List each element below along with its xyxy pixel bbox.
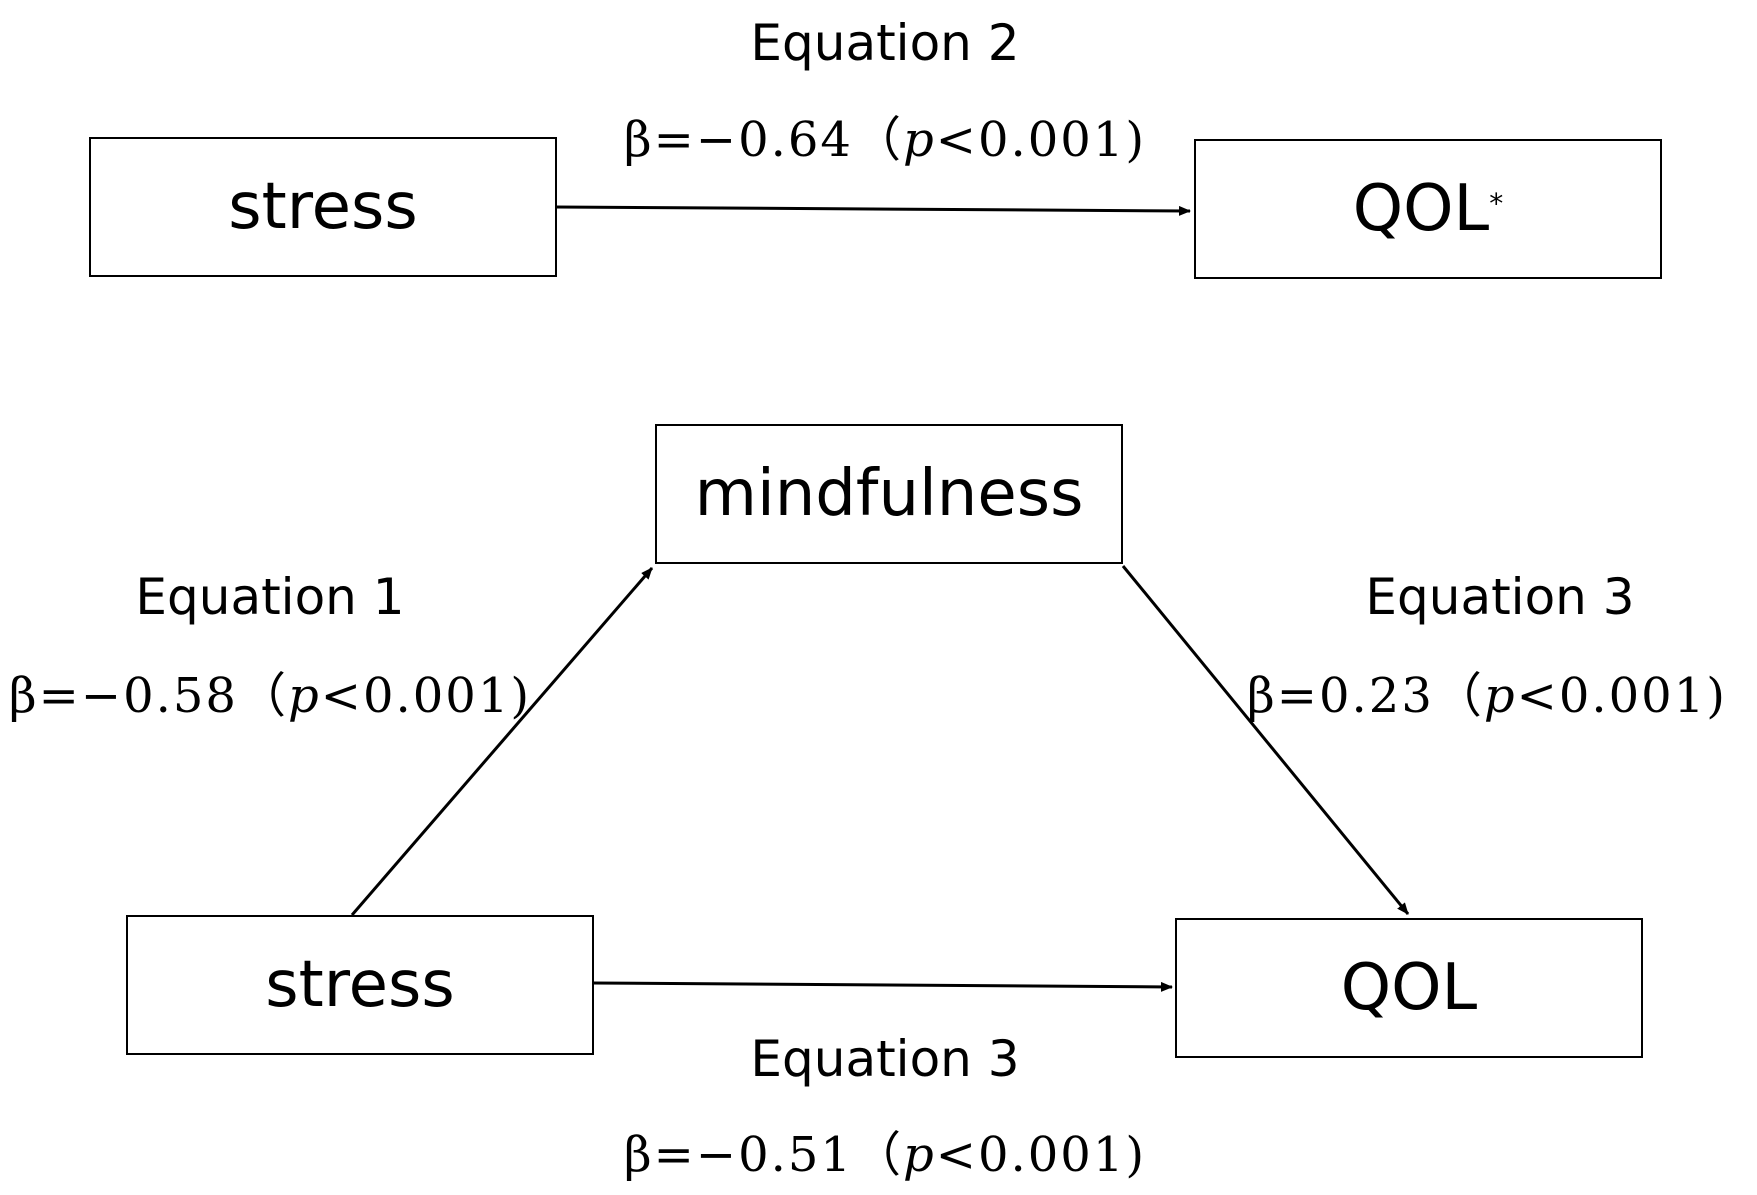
beta-path-c-prime-pvalue: <0.001) (935, 1127, 1147, 1183)
beta-path-b-pvalue: <0.001) (1516, 668, 1727, 724)
arrow-total-effect (554, 205, 1191, 216)
equation-3-path-c-prime-text: Equation 3 (750, 1030, 1020, 1088)
beta-total-pvalue: <0.001) (935, 112, 1147, 168)
node-qol-top: QOL* (1194, 139, 1662, 279)
beta-path-b-p: p (1483, 668, 1517, 724)
node-qol-bottom: QOL (1175, 918, 1643, 1058)
node-stress-top: stress (89, 137, 557, 277)
node-qol-top-asterisk: * (1489, 186, 1504, 220)
node-stress-bottom-label: stress (265, 948, 455, 1022)
arrow-path-c-prime (591, 981, 1173, 992)
label-beta-total: β=−0.64（p<0.001) (623, 112, 1147, 168)
label-beta-path-a: β=−0.58（p<0.001) (8, 668, 532, 724)
label-beta-path-c-prime: β=−0.51（p<0.001) (623, 1127, 1147, 1183)
arrow-path-a (350, 567, 654, 916)
node-stress-bottom: stress (126, 915, 594, 1055)
beta-path-a-coef: β=−0.58 (8, 668, 238, 724)
beta-total-coef: β=−0.64 (623, 112, 853, 168)
node-stress-top-label: stress (228, 170, 418, 244)
beta-path-b-coef: β=0.23 (1247, 668, 1434, 724)
node-mindfulness-label: mindfulness (694, 457, 1084, 531)
beta-path-c-prime-coef: β=−0.51 (623, 1127, 853, 1183)
beta-path-a-pvalue: <0.001) (320, 668, 532, 724)
node-mindfulness: mindfulness (655, 424, 1123, 564)
equation-3-path-b-text: Equation 3 (1365, 568, 1635, 626)
arrow-path-b (1121, 565, 1410, 915)
equation-1-text: Equation 1 (135, 568, 405, 626)
label-equation-3-path-b: Equation 3 (1320, 568, 1680, 626)
beta-path-a-p: p (287, 668, 321, 724)
beta-path-c-prime-p: p (902, 1127, 936, 1183)
node-qol-top-label: QOL (1352, 172, 1490, 246)
label-equation-3-path-c-prime: Equation 3 (700, 1030, 1070, 1088)
label-equation-2: Equation 2 (700, 14, 1070, 72)
label-beta-path-b: β=0.23（p<0.001) (1247, 668, 1727, 724)
node-qol-bottom-label: QOL (1340, 951, 1478, 1025)
equation-2-text: Equation 2 (750, 14, 1020, 72)
label-equation-1: Equation 1 (90, 568, 450, 626)
beta-total-p: p (902, 112, 936, 168)
